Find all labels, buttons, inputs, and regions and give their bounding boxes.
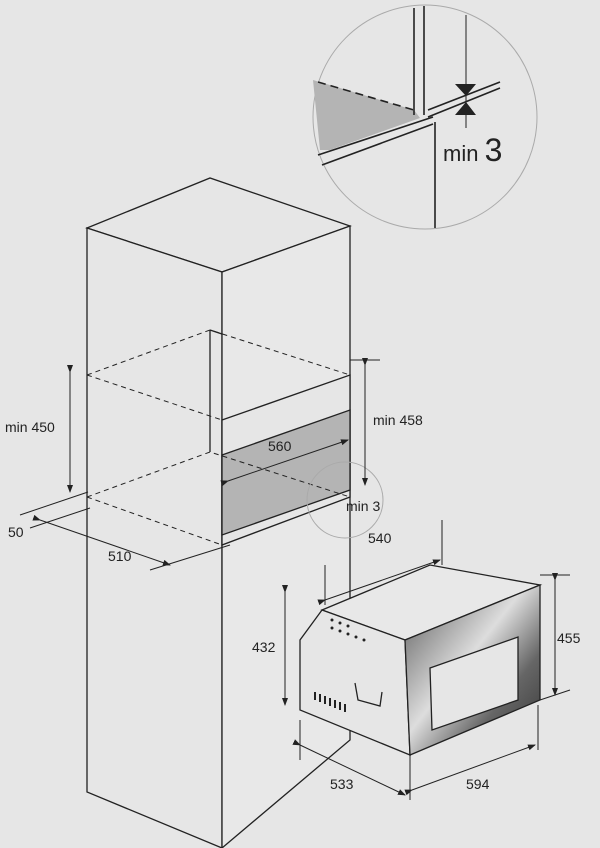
- niche-depth-label: 510: [108, 548, 132, 564]
- detail-gap-value: 3: [484, 132, 503, 168]
- tall-cabinet: [85, 177, 352, 848]
- detail-gap-prefix: min: [443, 141, 479, 166]
- niche-gap-label: min 3: [346, 498, 381, 514]
- niche-height-left-label: min 450: [5, 419, 55, 435]
- detail-gap-label: min 3: [443, 132, 502, 169]
- appliance-depth-bottom-label: 533: [330, 776, 354, 792]
- gap-arrow-down-icon: [455, 84, 476, 96]
- appliance-body-height-label: 432: [252, 639, 276, 655]
- appliance-depth-top-label: 540: [368, 530, 392, 546]
- vent-slots: [314, 692, 346, 712]
- vent-holes: [330, 618, 366, 642]
- coffee-machine: [299, 564, 543, 756]
- front-offset-label: 50: [8, 524, 24, 540]
- niche-width-label: 560: [268, 438, 292, 454]
- niche-height-right-label: min 458: [373, 412, 423, 428]
- appliance-front-height-label: 455: [557, 630, 581, 646]
- detail-circle: [312, 4, 538, 230]
- appliance-width-label: 594: [466, 776, 490, 792]
- gap-arrow-up-icon: [455, 102, 476, 115]
- dimension-lines: [19, 358, 571, 800]
